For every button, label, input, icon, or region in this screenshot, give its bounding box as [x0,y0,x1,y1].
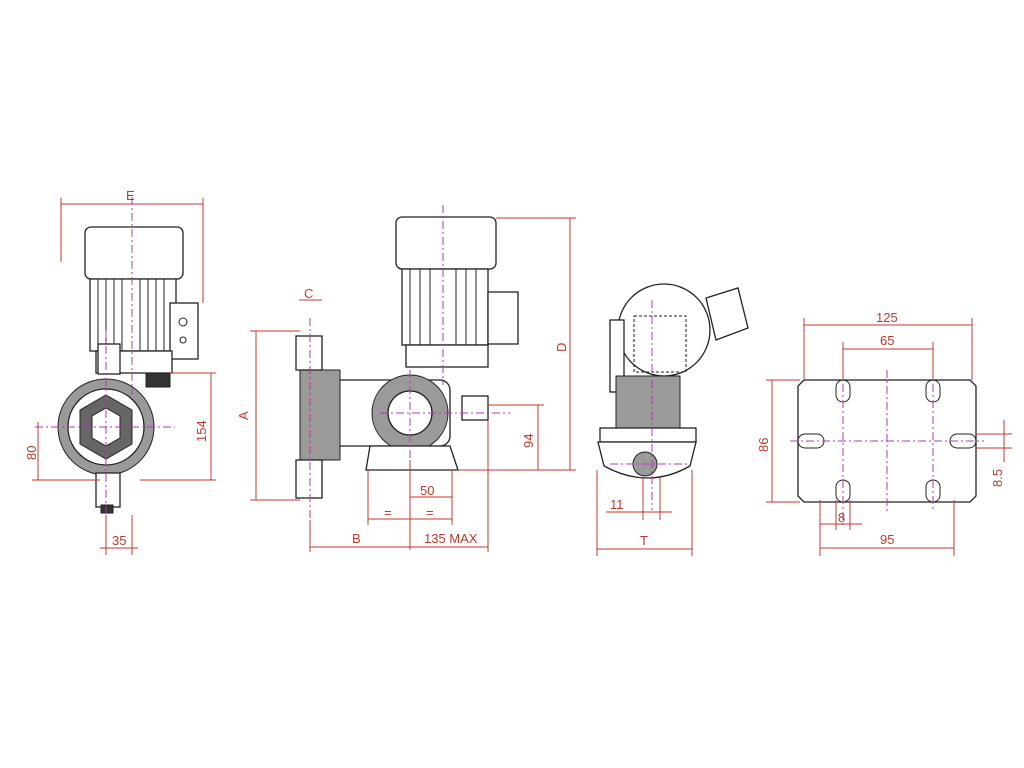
dim-label-125: 125 [876,310,898,325]
gear-housing [145,372,171,388]
dim-label-A: A [236,411,251,420]
motor-flange [405,344,489,368]
dim-label-135max: 135 MAX [424,531,478,546]
pump-head [299,369,341,461]
front-view: C A D 94 50 = = B 135 MAX [236,205,576,552]
dim-label-C: C [304,286,313,301]
terminal-box [705,287,749,341]
dim-label-8-5: 8.5 [990,469,1005,487]
suction-nozzle [100,504,114,514]
base-foot [365,445,459,471]
side-view: E 80 154 35 [24,188,216,555]
dim-label-eq2: = [426,505,434,520]
discharge-valve [97,343,121,375]
terminal-screw [178,317,188,327]
dim-label-50: 50 [420,483,434,498]
motor-end [617,283,711,377]
motor-body [89,278,177,352]
gear-housing [615,375,681,429]
dim-label-11: 11 [610,497,624,512]
discharge-valve [295,335,323,371]
motor-body [401,268,489,346]
base-plate-view: 125 65 86 8.5 8 95 [756,310,1012,556]
dim-label-T: T [640,533,648,548]
dim-label-8: 8 [838,510,845,525]
dim-label-E: E [126,188,135,203]
flange [599,427,697,443]
motor-fins [97,279,165,351]
terminal-screw [179,336,187,344]
dim-label-154: 154 [194,420,209,442]
motor-cap [84,226,184,280]
end-view: 11 T [596,283,749,556]
dim-label-94: 94 [521,434,536,448]
hidden-outline [633,315,687,373]
suction-valve [295,459,323,499]
dim-label-86: 86 [756,438,771,452]
terminal-box [169,302,199,360]
dim-label-B: B [352,531,361,546]
dim-label-80: 80 [24,446,39,460]
terminal-box [487,291,519,345]
motor-cap [395,216,497,270]
dim-label-D: D [554,343,569,352]
stroke-knob [461,395,489,421]
suction-valve [95,472,121,508]
dim-label-65: 65 [880,333,894,348]
dim-label-eq1: = [384,505,392,520]
motor-fins [409,269,477,345]
dim-label-95: 95 [880,532,894,547]
dim-label-35: 35 [112,533,126,548]
